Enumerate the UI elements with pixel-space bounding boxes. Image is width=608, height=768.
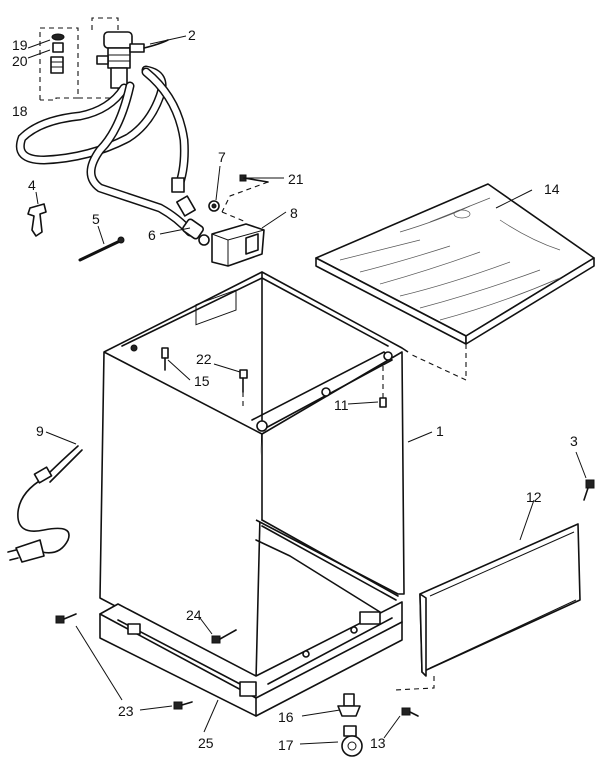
top-panel-part-14 (315, 183, 595, 381)
callout-24: 24 (186, 607, 202, 623)
callout-21: 21 (288, 171, 304, 187)
screw-part-21 (221, 174, 269, 213)
leveling-leg-part-16 (337, 693, 361, 717)
water-valve-assembly (39, 17, 169, 101)
screw-part-13 (401, 707, 419, 717)
callout-12: 12 (526, 489, 542, 505)
screw-part-23 (55, 613, 193, 710)
callout-4: 4 (28, 177, 36, 193)
callout-19: 19 (12, 37, 28, 53)
callout-6: 6 (148, 227, 156, 243)
bracket-part-4 (27, 203, 47, 237)
callout-3: 3 (570, 433, 578, 449)
callout-22: 22 (196, 351, 212, 367)
callout-7: 7 (218, 149, 226, 165)
callout-2: 2 (188, 27, 196, 43)
callout-labels: 2 19 20 18 4 5 6 7 8 21 14 22 15 11 1 9 … (12, 27, 578, 753)
callout-23: 23 (118, 703, 134, 719)
callout-15: 15 (194, 373, 210, 389)
leader-lines (27, 35, 587, 745)
callout-13: 13 (370, 735, 386, 751)
callout-17: 17 (278, 737, 294, 753)
callout-11: 11 (334, 397, 349, 413)
callout-16: 16 (278, 709, 294, 725)
callout-18: 18 (12, 103, 28, 119)
callout-25: 25 (198, 735, 214, 751)
callout-1: 1 (436, 423, 444, 439)
front-panel-part-12 (393, 523, 581, 691)
power-cord-part-9 (7, 445, 83, 563)
pin-part-5 (78, 236, 125, 262)
screw-part-24 (211, 629, 237, 644)
callout-8: 8 (290, 205, 298, 221)
cabinet-part-1 (99, 271, 409, 681)
callout-14: 14 (544, 181, 560, 197)
screw-part-11 (379, 366, 387, 408)
callout-9: 9 (36, 423, 44, 439)
fastener-part-7 (208, 200, 247, 223)
cover-part-8 (211, 223, 265, 267)
screw-part-3 (583, 479, 595, 501)
callout-20: 20 (12, 53, 28, 69)
screw-part-22 (239, 369, 248, 410)
base-part-25 (99, 539, 403, 717)
caster-part-17 (341, 725, 363, 757)
hose-assembly (15, 65, 210, 246)
screw-part-15 (161, 347, 169, 371)
callout-5: 5 (92, 211, 100, 227)
